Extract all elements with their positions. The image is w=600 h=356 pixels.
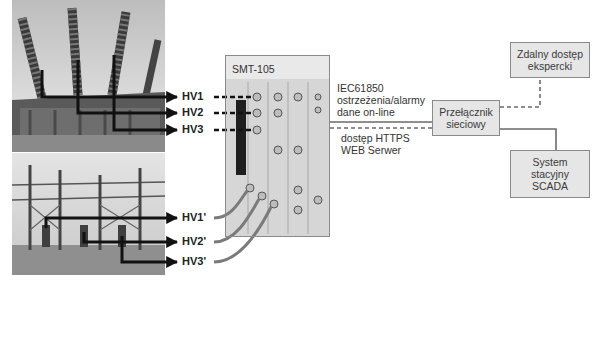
substation-photo	[12, 182, 165, 185]
transformer-photo	[22, 18, 42, 98]
box-label: Przełącznik sieciowy	[437, 106, 495, 130]
signal-name: HV1	[180, 90, 205, 103]
monitoring-device: SMT-105	[225, 55, 330, 237]
link-label: IEC61850 ostrzeżenia/alarmy dane on-line	[336, 82, 432, 118]
device-ports	[253, 126, 261, 134]
substation-photo	[99, 175, 102, 250]
device-ports	[315, 94, 321, 100]
device-body	[236, 100, 246, 175]
device-ports	[314, 196, 322, 204]
substation-photo	[12, 153, 165, 275]
device-ports	[274, 93, 282, 101]
transformer-photo	[12, 92, 165, 152]
device-body	[288, 82, 289, 234]
remote-access-box: Zdalny dostęp ekspercki	[510, 42, 590, 78]
device-ports	[253, 109, 261, 117]
hv-lead	[42, 55, 177, 262]
signal-name: HV1'	[180, 211, 208, 224]
substation-photo	[42, 225, 50, 247]
signal-name: HV3'	[180, 255, 208, 268]
signal-name: HV2'	[180, 235, 208, 248]
device-ports	[274, 109, 282, 117]
hv-cable	[214, 97, 252, 130]
network-link	[500, 78, 540, 107]
device-ports	[294, 146, 302, 154]
substation-photo	[12, 245, 165, 275]
box-label: Zdalny dostęp ekspercki	[515, 48, 585, 72]
device-body	[225, 55, 330, 237]
transformer-photo	[145, 40, 158, 100]
hv-cable	[214, 191, 271, 262]
device-ports	[294, 206, 302, 214]
link-label: dostęp HTTPS WEB Serwer	[340, 132, 430, 156]
signal-name: HV3	[180, 123, 205, 136]
device-ports	[258, 192, 266, 200]
device-ports	[294, 186, 302, 194]
device-ports	[246, 184, 254, 192]
hv-cable	[214, 207, 271, 262]
device-ports	[315, 107, 321, 113]
transformer-photo	[22, 18, 42, 98]
hv-cable	[214, 96, 252, 99]
network-link	[500, 129, 556, 150]
device-ports	[294, 93, 302, 101]
hv-lead	[114, 55, 177, 130]
transformer-photo	[12, 135, 165, 152]
substation-photo	[12, 196, 165, 200]
network-switch-box: Przełącznik sieciowy	[432, 100, 500, 136]
device-body	[225, 55, 330, 237]
hv-lead	[122, 236, 177, 262]
box-label: System stacyjny SCADA	[515, 156, 585, 192]
device-ports	[246, 93, 322, 214]
hv-lead	[42, 70, 177, 97]
network-link	[330, 121, 432, 123]
device-ports	[253, 93, 261, 101]
hv-lead	[78, 60, 177, 113]
hv-lead	[84, 232, 177, 242]
scada-system-box: System stacyjny SCADA	[510, 150, 590, 198]
device-name: SMT-105	[230, 63, 277, 75]
device-body	[308, 82, 309, 234]
hv-cable	[214, 129, 252, 132]
device-ports	[274, 146, 282, 154]
substation-photo	[59, 170, 62, 250]
hv-cable	[214, 191, 247, 218]
substation-photo	[29, 165, 32, 250]
substation-photo	[139, 168, 142, 250]
substation-photo	[12, 153, 165, 275]
signal-name: HV2	[180, 106, 205, 119]
device-body	[248, 82, 249, 234]
device-body	[225, 55, 330, 79]
hv-lead	[46, 218, 177, 228]
device-ports	[270, 200, 278, 208]
network-link	[330, 127, 432, 129]
hv-cable	[214, 112, 252, 115]
